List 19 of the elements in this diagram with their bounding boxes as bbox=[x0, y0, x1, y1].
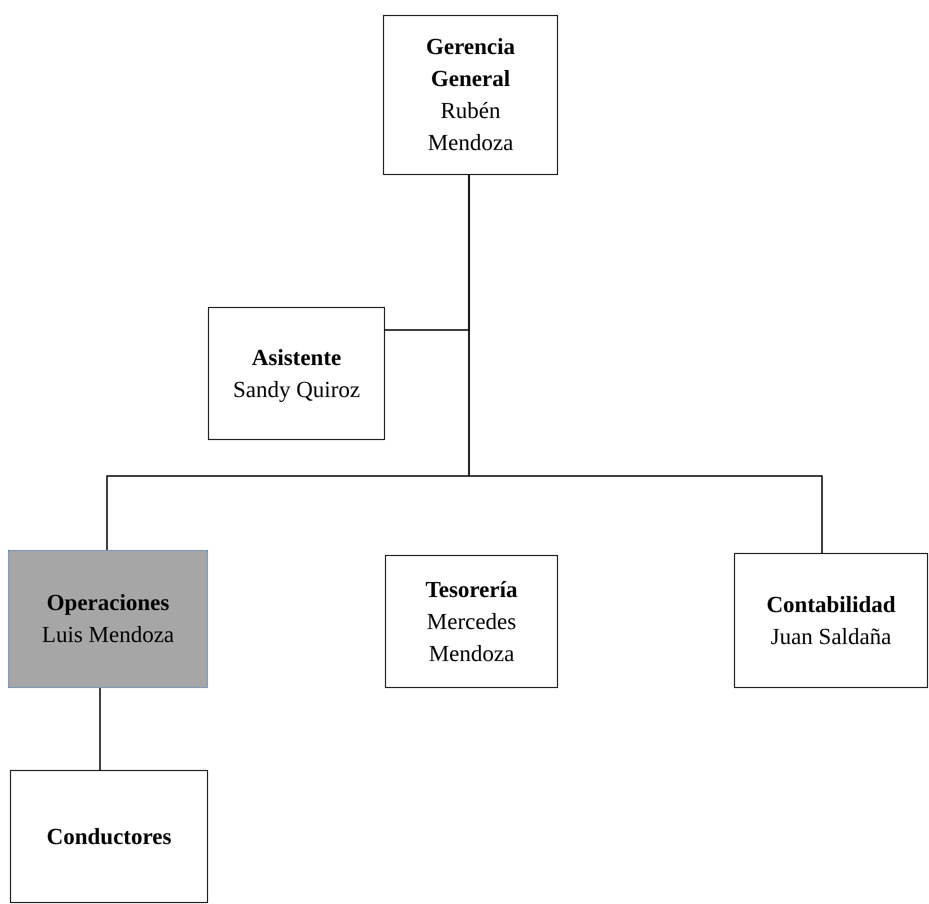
unit-title: Conductores bbox=[46, 822, 172, 850]
org-box bbox=[734, 553, 928, 688]
person-name: Juan Saldaña bbox=[770, 622, 892, 650]
connector-line bbox=[468, 175, 823, 553]
person-name: Luis Mendoza bbox=[42, 621, 174, 649]
org-box bbox=[383, 15, 558, 175]
person-name: Mercedes Mendoza bbox=[426, 608, 518, 668]
org-box bbox=[208, 307, 385, 440]
connector-line bbox=[99, 688, 101, 770]
unit-title: Contabilidad bbox=[766, 590, 896, 618]
unit-title: Tesorería bbox=[426, 576, 518, 604]
unit-title: Gerencia General bbox=[425, 33, 516, 93]
unit-title: Asistente bbox=[252, 344, 342, 372]
unit-title: Operaciones bbox=[46, 589, 170, 617]
person-name: Rubén Mendoza bbox=[426, 97, 514, 157]
person-name: Sandy Quiroz bbox=[232, 376, 360, 404]
org-box bbox=[8, 550, 208, 688]
org-box bbox=[10, 770, 208, 903]
org-box bbox=[385, 555, 558, 688]
